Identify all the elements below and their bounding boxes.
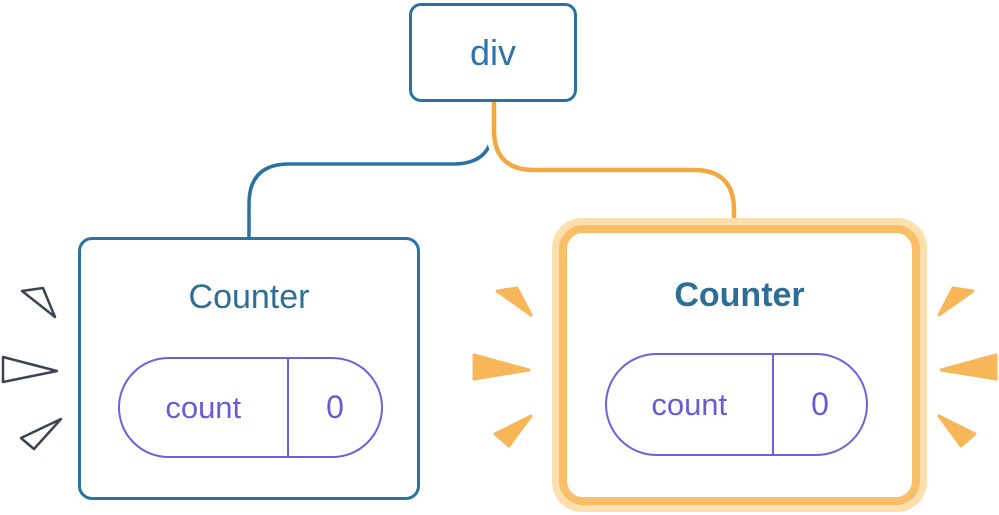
sparkle-wedge-icon bbox=[1, 355, 59, 384]
state-key: count bbox=[165, 389, 242, 425]
counter-card-right-highlight-ring: Counter count 0 bbox=[552, 218, 927, 512]
sparkle-wedge-icon bbox=[939, 353, 998, 381]
counter-card-left: Counter count 0 bbox=[78, 237, 420, 500]
sparkle-wedge-icon bbox=[937, 286, 975, 317]
state-value: 0 bbox=[326, 389, 344, 425]
counter-title: Counter bbox=[674, 276, 805, 314]
counter-title: Counter bbox=[188, 278, 310, 316]
state-key: count bbox=[651, 386, 728, 422]
sparkle-burst-icon bbox=[937, 286, 998, 448]
edge-div-to-left-counter bbox=[247, 102, 495, 239]
sparkle-wedge-icon bbox=[495, 286, 533, 317]
sparkle-wedge-icon bbox=[472, 353, 531, 381]
tree-node-div: div bbox=[409, 3, 577, 102]
sparkle-wedge-icon bbox=[19, 417, 63, 451]
state-value: 0 bbox=[811, 386, 829, 422]
sparkle-wedge-icon bbox=[493, 414, 533, 448]
counter-card-right: Counter count 0 bbox=[559, 225, 920, 505]
sparkle-wedge-icon bbox=[937, 414, 977, 448]
edge-div-to-right-counter bbox=[491, 102, 737, 226]
state-pill: count 0 bbox=[605, 353, 868, 456]
sparkle-burst-icon bbox=[472, 286, 533, 448]
pill-divider bbox=[286, 359, 289, 456]
state-pill: count 0 bbox=[118, 357, 383, 458]
sparkle-burst-icon bbox=[1, 286, 63, 451]
pill-divider bbox=[771, 355, 774, 454]
edge-highlight-casing bbox=[486, 102, 742, 226]
tree-node-label: div bbox=[469, 31, 517, 73]
sparkle-wedge-icon bbox=[20, 286, 57, 319]
